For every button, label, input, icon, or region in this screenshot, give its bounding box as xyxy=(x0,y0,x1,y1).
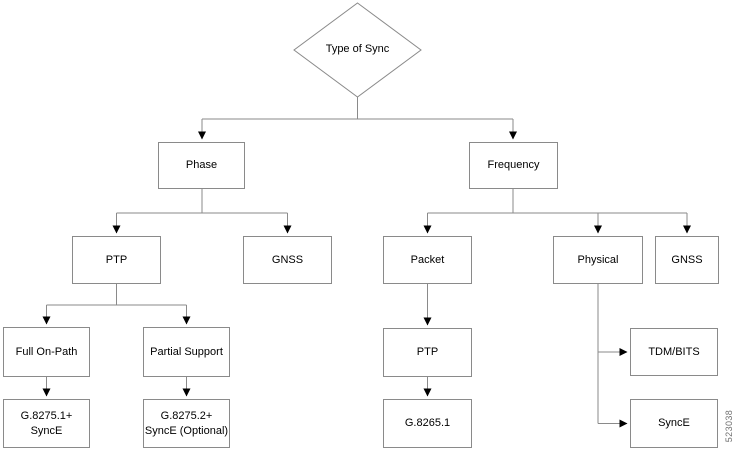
node-full-on-path: Full On-Path xyxy=(3,327,90,377)
node-packet: Packet xyxy=(383,236,472,284)
node-label: GNSS xyxy=(271,253,304,266)
node-ptp-frequency: PTP xyxy=(383,328,472,377)
node-g8265-1: G.8265.1 xyxy=(383,399,472,448)
node-partial-support: Partial Support xyxy=(143,327,230,377)
figure-id-label: 523038 xyxy=(724,409,734,443)
node-ptp-phase: PTP xyxy=(72,236,161,284)
node-phase: Phase xyxy=(158,142,245,189)
node-label: GNSS xyxy=(671,253,703,266)
node-label-line1: G.8275.2+ xyxy=(160,410,213,423)
node-frequency: Frequency xyxy=(469,142,558,189)
node-label: TDM/BITS xyxy=(648,345,700,358)
node-label: Phase xyxy=(185,159,218,172)
node-type-of-sync: Type of Sync xyxy=(294,43,421,55)
node-g8275-1-synce: G.8275.1+ SyncE xyxy=(3,399,90,448)
node-g8275-2-synce-optional: G.8275.2+ SyncE (Optional) xyxy=(143,399,230,448)
node-label-line2: SyncE (Optional) xyxy=(144,424,229,437)
connector-arrows xyxy=(42,119,691,428)
node-tdm-bits: TDM/BITS xyxy=(630,328,718,376)
node-label: Physical xyxy=(577,253,619,266)
node-gnss-phase: GNSS xyxy=(243,236,332,284)
node-label: Partial Support xyxy=(150,345,223,358)
node-physical: Physical xyxy=(553,236,643,284)
node-label: G.8265.1 xyxy=(404,417,451,430)
node-label: SyncE xyxy=(658,417,690,430)
node-label: Frequency xyxy=(487,159,540,172)
node-label-line1: G.8275.1+ xyxy=(20,410,73,423)
node-label: Type of Sync xyxy=(325,43,390,55)
node-label: Full On-Path xyxy=(15,345,78,358)
node-label: Packet xyxy=(410,253,445,266)
node-label-line2: SyncE xyxy=(30,424,63,437)
node-label: PTP xyxy=(416,346,439,359)
connector-rails xyxy=(46,97,687,424)
node-gnss-frequency: GNSS xyxy=(655,236,719,284)
node-synce: SyncE xyxy=(630,399,718,448)
node-label: PTP xyxy=(105,253,128,266)
